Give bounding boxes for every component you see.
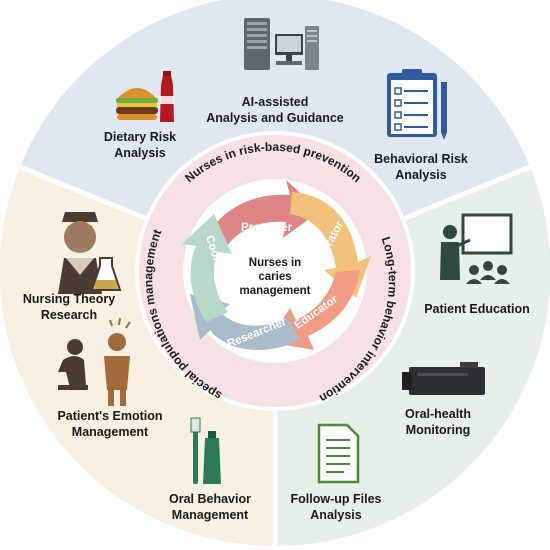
nurse-researcher-icon	[58, 212, 122, 294]
distressed-patient-icon	[58, 317, 131, 406]
center-line-2: caries	[258, 271, 291, 283]
emotion-management-label-1: Patient's Emotion	[57, 409, 162, 423]
ai-analysis-label-2: Analysis and Guidance	[206, 111, 344, 125]
behavioral-risk-label-1: Behavioral Risk	[374, 152, 468, 166]
coordinator-arrow	[182, 214, 232, 322]
server-computer-icon	[244, 18, 319, 70]
center-line-3: management	[240, 285, 311, 297]
promoter-arrow	[199, 180, 320, 252]
oral-behavior-label-1: Oral Behavior	[169, 492, 251, 506]
oral-behavior-label-2: Management	[172, 508, 249, 522]
behavioral-risk-label-2: Analysis	[395, 168, 446, 182]
dietary-risk-label-1: Dietary Risk	[104, 130, 176, 144]
center-line-1: Nurses in	[249, 257, 301, 269]
followup-files-label-2: Analysis	[310, 508, 361, 522]
followup-files-label-1: Follow-up Files	[291, 492, 382, 506]
teacher-presentation-icon	[440, 213, 513, 284]
patient-education-label: Patient Education	[424, 302, 530, 316]
document-icon	[317, 423, 360, 484]
nursing-theory-label-2: Research	[41, 308, 97, 322]
oral-health-label-2: Monitoring	[406, 423, 471, 437]
toothbrush-toothpaste-icon	[190, 417, 221, 484]
nursing-theory-label-1: Nursing Theory	[23, 292, 115, 306]
camera-icon	[402, 362, 485, 395]
ai-analysis-label-1: AI-assisted	[242, 95, 309, 109]
oral-health-label-1: Oral-health	[405, 407, 471, 421]
emotion-management-label-2: Management	[72, 425, 149, 439]
burger-soda-icon	[116, 71, 174, 122]
clipboard-checklist-icon	[387, 69, 447, 140]
role-promoter: Promoter	[241, 222, 293, 234]
dietary-risk-label-2: Analysis	[114, 146, 165, 160]
